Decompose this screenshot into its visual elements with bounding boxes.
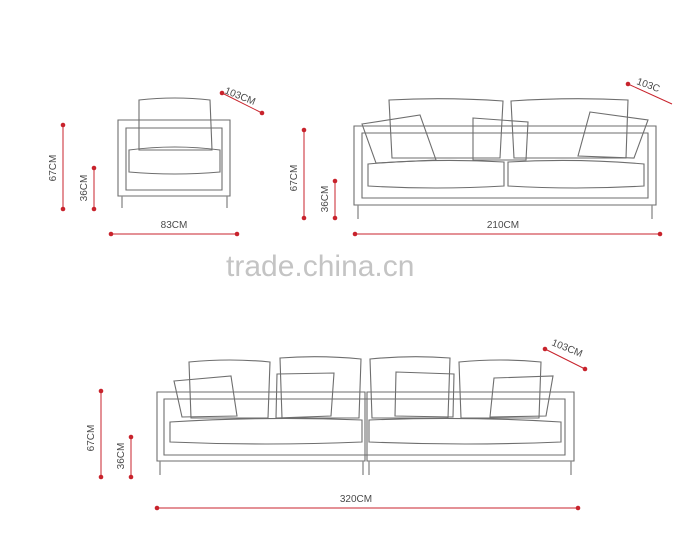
sofa-4-depth-label: 103CM bbox=[550, 338, 584, 360]
sofa-4-seat-height-label: 36CM bbox=[116, 443, 127, 470]
sofa-3-width-dimension: 210CM bbox=[352, 220, 663, 237]
sofa-3-throw-pillow-center bbox=[472, 117, 529, 161]
sofa-3-back-cushion-right bbox=[510, 98, 629, 159]
sofa-4-throw-pillow-3 bbox=[394, 371, 455, 418]
sofa-3-drawing bbox=[353, 98, 657, 206]
armchair-frame bbox=[117, 119, 231, 197]
sofa-4-throw-pillow-2 bbox=[275, 372, 335, 419]
sofa-3-frame bbox=[353, 125, 657, 206]
sofa-3-depth-label: 103C bbox=[635, 76, 661, 95]
sofa-3-seat-cushion-left bbox=[367, 159, 505, 189]
sofa-4-back-cushion-2 bbox=[279, 356, 362, 419]
sofa-3-width-label: 210CM bbox=[487, 220, 519, 231]
sofa-3-seat-height-dimension: 36CM bbox=[320, 178, 338, 221]
sofa-4-width-dimension: 320CM bbox=[154, 494, 581, 511]
sofa-4-height-dimension: 67CM bbox=[86, 388, 104, 480]
sofa-3-throw-pillow-right bbox=[577, 111, 649, 159]
sofa-3-seat-height-label: 36CM bbox=[320, 186, 331, 213]
armchair-depth-label: 103CM bbox=[223, 86, 257, 108]
sofa-4-inner-frame bbox=[163, 398, 566, 456]
sofa-4-width-label: 320CM bbox=[340, 494, 372, 505]
sofa-4-back-cushion-1 bbox=[188, 359, 271, 419]
sofa-4-seat-cushion-right bbox=[368, 417, 562, 445]
armchair-depth-dimension: 103CM bbox=[219, 86, 265, 116]
sofa-4-frame-left bbox=[156, 391, 366, 462]
armchair-back-cushion bbox=[138, 97, 213, 151]
sofa-4-throw-pillow-4 bbox=[489, 375, 554, 418]
sofa-4-back-cushion-3 bbox=[369, 356, 451, 419]
sofa-4-seat-height-dimension: 36CM bbox=[116, 434, 134, 480]
sofa-4-drawing bbox=[156, 356, 575, 462]
sofa-3-depth-dimension: 103C bbox=[625, 76, 673, 105]
sofa-4-height-label: 67CM bbox=[86, 425, 97, 452]
armchair-width-dimension: 83CM bbox=[108, 220, 240, 237]
sofa-4-frame-right bbox=[366, 391, 575, 462]
watermark: trade.china.cn bbox=[226, 250, 414, 283]
sofa-3-height-label: 67CM bbox=[289, 165, 300, 192]
sofa-3-throw-pillow-left bbox=[361, 114, 437, 164]
armchair-height-dimension: 67CM bbox=[48, 122, 66, 212]
armchair-inner-frame bbox=[125, 127, 223, 191]
sofa-4-throw-pillow-1 bbox=[173, 375, 238, 418]
sofa-3-inner-frame bbox=[361, 132, 649, 199]
armchair-seat-cushion bbox=[128, 146, 221, 175]
armchair-drawing bbox=[117, 97, 231, 197]
sofa-3-back-cushion-left bbox=[388, 98, 504, 159]
sofa-3-height-dimension: 67CM bbox=[289, 127, 307, 221]
sofa-4-depth-dimension: 103CM bbox=[542, 338, 588, 372]
sofa-4-seat-cushion-left bbox=[169, 417, 363, 445]
sofa-3-seat-cushion-right bbox=[507, 159, 645, 189]
armchair-width-label: 83CM bbox=[161, 220, 188, 231]
sofa-4-back-cushion-4 bbox=[458, 359, 542, 419]
armchair-height-label: 67CM bbox=[48, 155, 59, 182]
armchair-seat-height-label: 36CM bbox=[79, 175, 90, 202]
armchair-seat-height-dimension: 36CM bbox=[79, 165, 97, 212]
